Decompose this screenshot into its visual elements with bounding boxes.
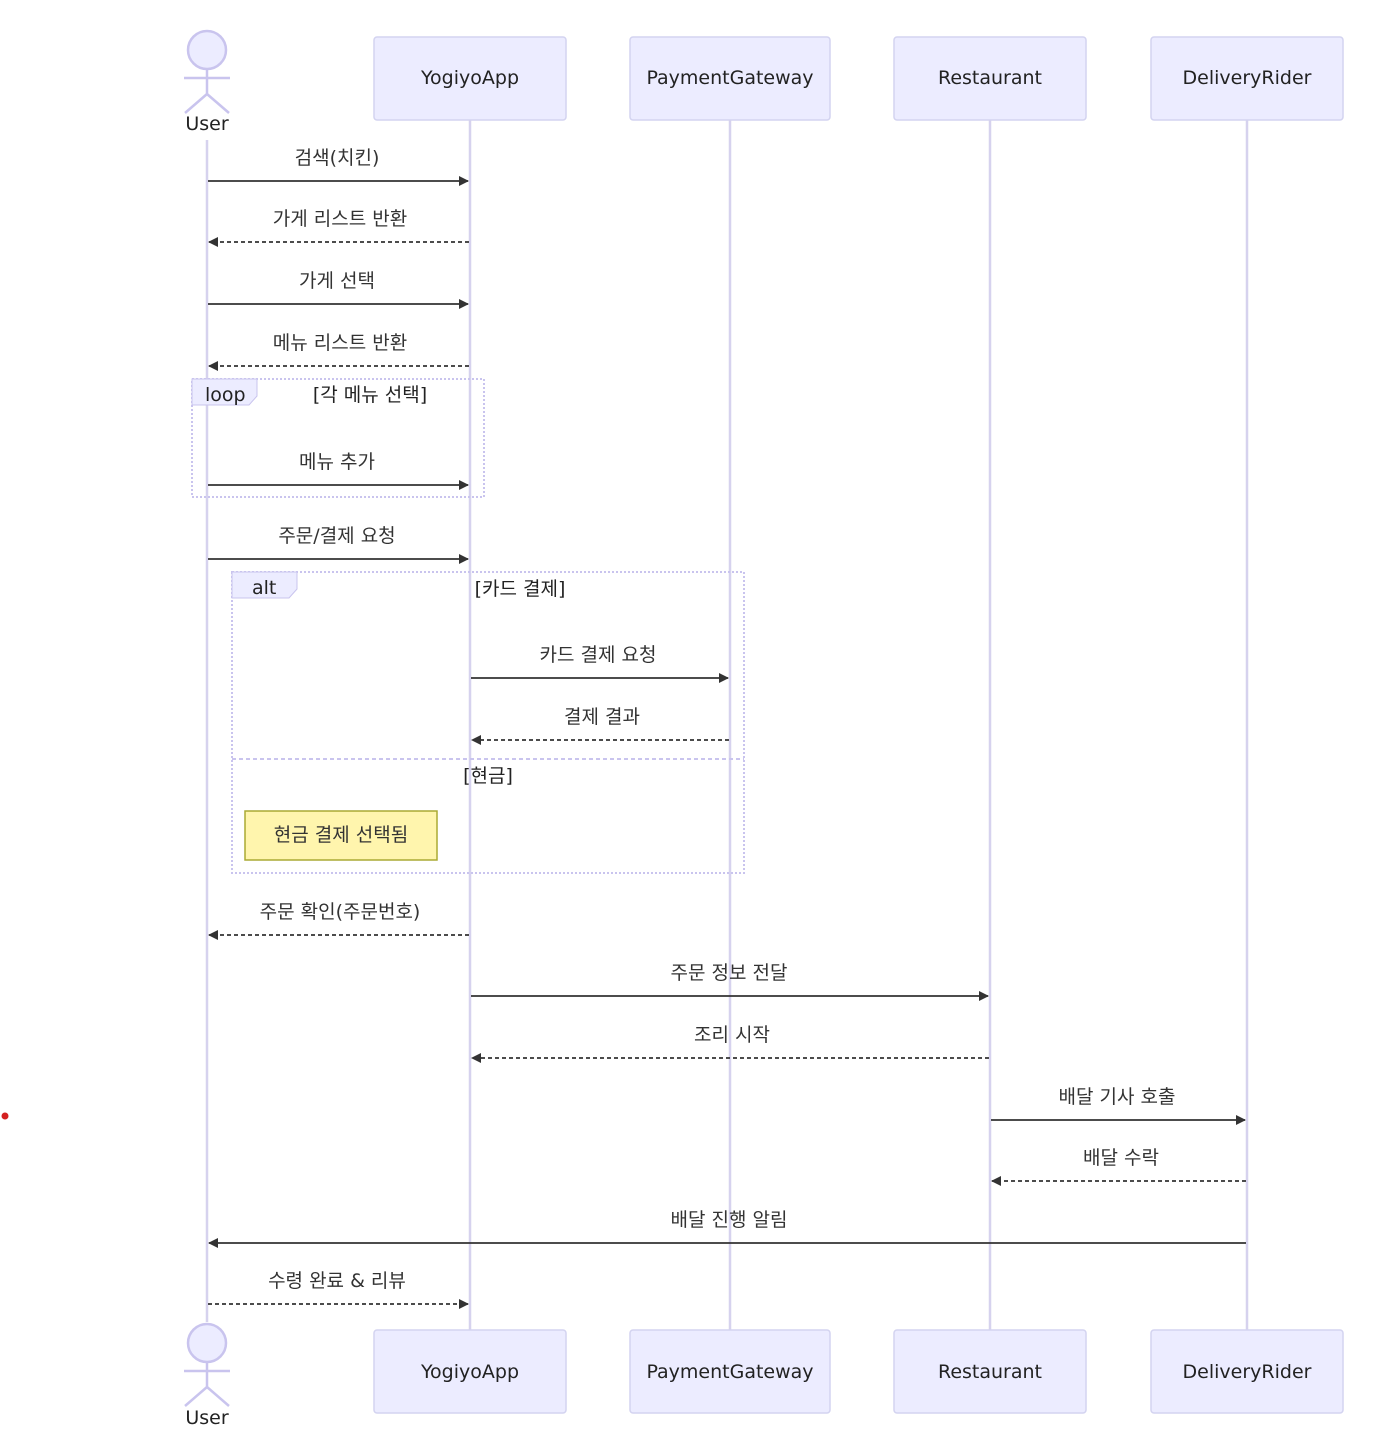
message-label: 메뉴 리스트 반환	[273, 332, 407, 354]
message-11: 조리 시작	[471, 1024, 989, 1063]
message-13: 배달 수락	[991, 1147, 1246, 1186]
loop-frame-border	[191, 378, 485, 498]
message-3: 가게 선택	[208, 270, 469, 309]
actor-head	[186, 1322, 228, 1364]
message-9: 주문 확인(주문번호)	[208, 901, 469, 940]
actor-left-leg	[184, 1386, 208, 1407]
message-label: 주문 확인(주문번호)	[260, 901, 421, 923]
message-label: 조리 시작	[694, 1024, 770, 1046]
alt-frame-tab	[231, 571, 298, 599]
participant-label: PaymentGateway	[646, 1361, 813, 1383]
message-label: 배달 수락	[1083, 1147, 1159, 1169]
message-label: 결제 결과	[564, 706, 640, 728]
actor-right-leg	[206, 93, 230, 114]
message-1: 검색(치킨)	[208, 147, 469, 186]
participant-label: YogiyoApp	[420, 67, 519, 89]
participant-deliveryrider-top: DeliveryRider	[1150, 36, 1344, 121]
participant-restaurant-bottom: Restaurant	[893, 1329, 1087, 1414]
participant-label: YogiyoApp	[420, 1361, 519, 1383]
message-4: 메뉴 리스트 반환	[208, 332, 469, 371]
message-12: 배달 기사 호출	[991, 1086, 1246, 1125]
participant-paymentgateway-top: PaymentGateway	[629, 36, 831, 121]
actor-label: User	[185, 113, 228, 135]
user-actor-top: User	[184, 29, 230, 135]
participant-label: DeliveryRider	[1183, 67, 1312, 89]
participant-label: Restaurant	[938, 1361, 1042, 1383]
note-text: 현금 결제 선택됨	[274, 824, 408, 846]
actor-left-leg	[184, 93, 208, 114]
participant-box	[629, 1329, 831, 1414]
actor-label: User	[185, 1407, 228, 1429]
alt-frame-condition: [카드 결제]	[475, 578, 566, 600]
alt-frame-type: alt	[252, 577, 276, 599]
message-10: 주문 정보 전달	[471, 962, 989, 1001]
participant-label: Restaurant	[938, 67, 1042, 89]
participant-deliveryrider-bottom: DeliveryRider	[1150, 1329, 1344, 1414]
cursor-dot	[1, 1112, 9, 1120]
message-label: 배달 기사 호출	[1059, 1086, 1176, 1108]
note: 현금 결제 선택됨	[244, 810, 438, 861]
participant-box	[893, 1329, 1087, 1414]
alt-frame: alt [카드 결제] [현금]	[231, 571, 745, 874]
message-8: 결제 결과	[471, 706, 729, 745]
participant-box	[1150, 1329, 1344, 1414]
alt-frame-else-condition: [현금]	[463, 765, 513, 787]
message-label: 메뉴 추가	[299, 451, 375, 473]
message-label: 배달 진행 알림	[671, 1209, 788, 1231]
participant-box	[1150, 36, 1344, 121]
message-14: 배달 진행 알림	[208, 1209, 1246, 1248]
participant-label: PaymentGateway	[646, 67, 813, 89]
alt-frame-border	[231, 571, 745, 874]
participant-box	[373, 36, 567, 121]
participant-paymentgateway-bottom: PaymentGateway	[629, 1329, 831, 1414]
message-label: 주문 정보 전달	[671, 962, 788, 984]
actor-right-leg	[206, 1386, 230, 1407]
loop-frame-type: loop	[205, 384, 246, 406]
loop-frame-condition: [각 메뉴 선택]	[313, 384, 427, 406]
message-label: 검색(치킨)	[295, 147, 380, 169]
participant-box	[893, 36, 1087, 121]
participant-restaurant-top: Restaurant	[893, 36, 1087, 121]
actor-head	[186, 29, 228, 71]
message-2: 가게 리스트 반환	[208, 208, 469, 247]
message-label: 가게 선택	[299, 270, 375, 292]
message-label: 카드 결제 요청	[540, 644, 657, 666]
participant-yogiyoapp-top: YogiyoApp	[373, 36, 567, 121]
message-7: 카드 결제 요청	[471, 644, 729, 683]
message-label: 주문/결제 요청	[278, 525, 395, 547]
message-5: 메뉴 추가	[208, 451, 469, 490]
user-actor-bottom: User	[184, 1322, 230, 1429]
participant-box	[373, 1329, 567, 1414]
participant-label: DeliveryRider	[1183, 1361, 1312, 1383]
note-box	[244, 810, 438, 861]
message-label: 가게 리스트 반환	[273, 208, 407, 230]
message-15: 수령 완료 & 리뷰	[208, 1270, 469, 1309]
loop-frame: loop [각 메뉴 선택]	[191, 378, 485, 498]
loop-frame-tab	[191, 378, 258, 406]
message-6: 주문/결제 요청	[208, 525, 469, 564]
participant-yogiyoapp-bottom: YogiyoApp	[373, 1329, 567, 1414]
message-label: 수령 완료 & 리뷰	[268, 1270, 406, 1292]
participant-box	[629, 36, 831, 121]
